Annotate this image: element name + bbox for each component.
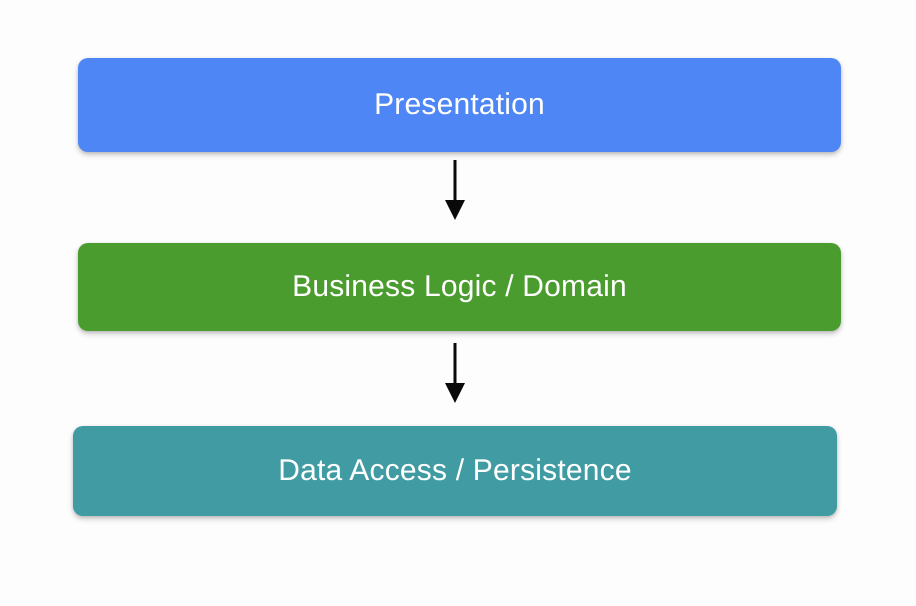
layer-label-data-access: Data Access / Persistence — [278, 454, 632, 487]
layer-box-presentation[interactable]: Presentation — [78, 58, 841, 152]
arrow-presentation-to-business — [425, 160, 485, 222]
arrow-down-icon — [445, 343, 465, 403]
arrow-down-icon — [445, 160, 465, 220]
arrow-business-to-data — [425, 343, 485, 405]
layer-label-business-logic: Business Logic / Domain — [292, 270, 627, 303]
layer-box-data-access[interactable]: Data Access / Persistence — [73, 426, 837, 516]
layer-label-presentation: Presentation — [374, 88, 545, 121]
layer-box-business-logic[interactable]: Business Logic / Domain — [78, 243, 841, 331]
